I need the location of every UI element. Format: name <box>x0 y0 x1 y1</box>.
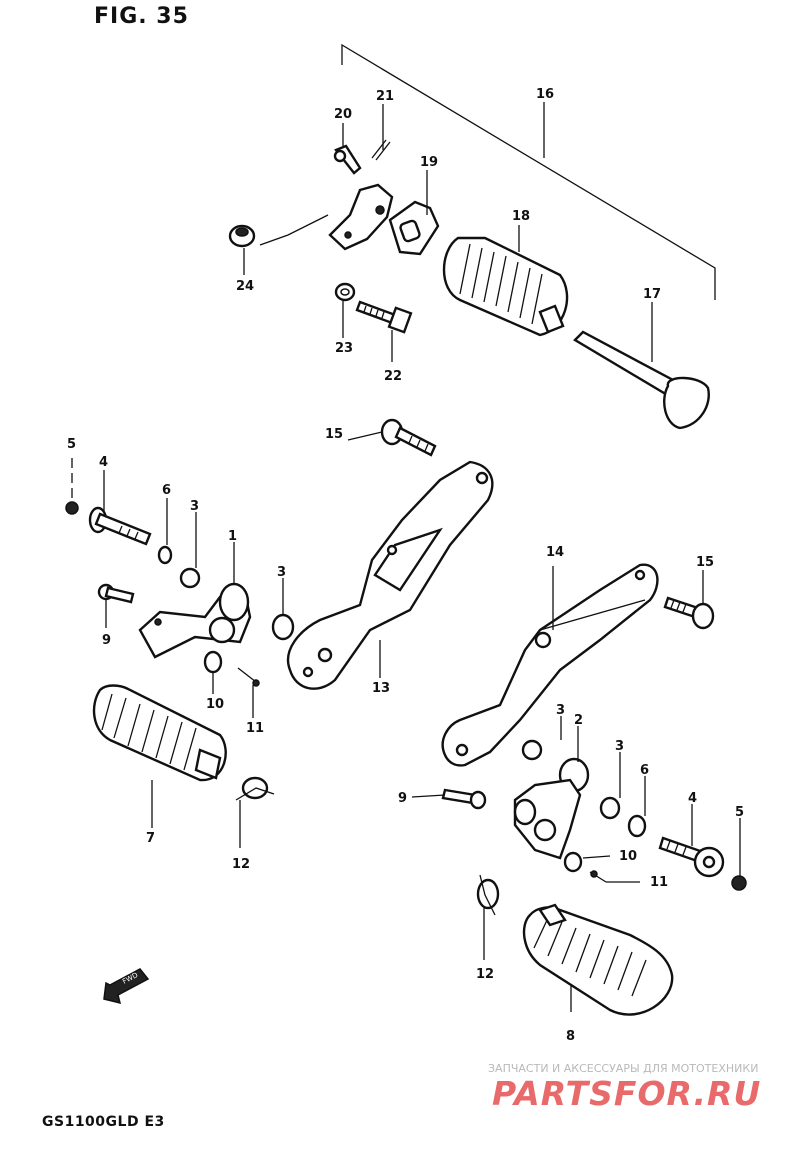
callout-11-a: 11 <box>246 721 264 736</box>
callout-21: 21 <box>376 89 394 104</box>
part-5-nut-right <box>731 875 747 891</box>
part-10-washer-left <box>203 650 223 674</box>
part-23-washer <box>334 282 356 302</box>
part-9-pin-left <box>97 583 135 604</box>
leader-lines <box>71 102 741 1012</box>
callout-15-a: 15 <box>325 427 343 442</box>
assembly-bracket-16 <box>341 43 716 300</box>
callout-7: 7 <box>146 831 155 846</box>
callout-2: 2 <box>574 713 583 728</box>
callout-4-a: 4 <box>99 455 108 470</box>
part-1-footrest-holder-left <box>138 582 252 659</box>
callout-12-b: 12 <box>476 967 494 982</box>
part-22-bolt <box>355 300 413 334</box>
part-10-washer-right <box>563 851 583 873</box>
part-11-cotter-left <box>237 667 260 687</box>
callout-3-a: 3 <box>190 499 199 514</box>
callout-4-b: 4 <box>688 791 697 806</box>
callout-3-d: 3 <box>615 739 624 754</box>
part-2-footrest-holder-right <box>513 757 590 860</box>
part-15-bolt-upper <box>380 418 437 457</box>
callout-1: 1 <box>228 529 237 544</box>
part-9-pin-right <box>441 788 487 810</box>
callout-9-a: 9 <box>102 633 111 648</box>
callout-3-b: 3 <box>277 565 286 580</box>
callout-8: 8 <box>566 1029 575 1044</box>
callout-23: 23 <box>335 341 353 356</box>
model-code: GS1100GLD E3 <box>42 1114 165 1130</box>
part-4-pivot-bolt-left <box>88 506 152 546</box>
callout-6-b: 6 <box>640 763 649 778</box>
callout-11-b: 11 <box>650 875 668 890</box>
part-3-bushing-right-b <box>599 796 621 820</box>
callout-6-a: 6 <box>162 483 171 498</box>
part-18-footrest-rubber <box>442 236 569 337</box>
callout-22: 22 <box>384 369 402 384</box>
watermark-subtitle: ЗАПЧАСТИ И АКСЕССУАРЫ ДЛЯ МОТОТЕХНИКИ <box>488 1062 759 1075</box>
figure-title: FIG. 35 <box>94 4 189 29</box>
part-6-washer-left <box>157 545 173 565</box>
part-4-pivot-bolt-right <box>658 836 725 878</box>
part-12-spring-left <box>235 776 275 801</box>
callout-5-a: 5 <box>67 437 76 452</box>
callout-19: 19 <box>420 155 438 170</box>
part-15-bolt-right <box>663 596 715 630</box>
part-19-gasket <box>388 200 440 256</box>
part-5-nut-left <box>65 501 79 515</box>
part-14-bracket-right <box>441 563 659 767</box>
part-20-pin <box>333 144 362 175</box>
callout-18: 18 <box>512 209 530 224</box>
part-13-bracket-left <box>287 460 494 690</box>
part-24-nut <box>228 224 256 248</box>
callout-17: 17 <box>643 287 661 302</box>
forward-arrow-icon: FWD <box>103 968 150 1005</box>
part-3-bushing-left-a <box>179 567 201 589</box>
part-11-cotter-right <box>589 870 607 883</box>
part-3-bushing-right-a <box>521 739 543 761</box>
part-21-cotter-pin <box>371 139 391 161</box>
callout-3-c: 3 <box>556 703 565 718</box>
part-3-bushing-left-b <box>271 613 295 641</box>
part-17-footrest-bar <box>573 330 710 430</box>
part-6-washer-right <box>627 814 647 838</box>
callout-16: 16 <box>536 87 554 102</box>
callout-13: 13 <box>372 681 390 696</box>
callout-10-a: 10 <box>206 697 224 712</box>
callout-12-a: 12 <box>232 857 250 872</box>
callout-20: 20 <box>334 107 352 122</box>
part-rear-bracket <box>259 183 394 251</box>
callout-15-b: 15 <box>696 555 714 570</box>
callout-14: 14 <box>546 545 564 560</box>
watermark-brand: PARTSFOR.RU <box>492 1074 762 1113</box>
callout-9-b: 9 <box>398 791 407 806</box>
part-7-footrest-left <box>92 684 227 782</box>
callout-5-b: 5 <box>735 805 744 820</box>
callout-10-b: 10 <box>619 849 637 864</box>
part-8-footrest-right <box>522 903 674 1016</box>
callout-24: 24 <box>236 279 254 294</box>
part-12-spring-right <box>476 874 500 916</box>
